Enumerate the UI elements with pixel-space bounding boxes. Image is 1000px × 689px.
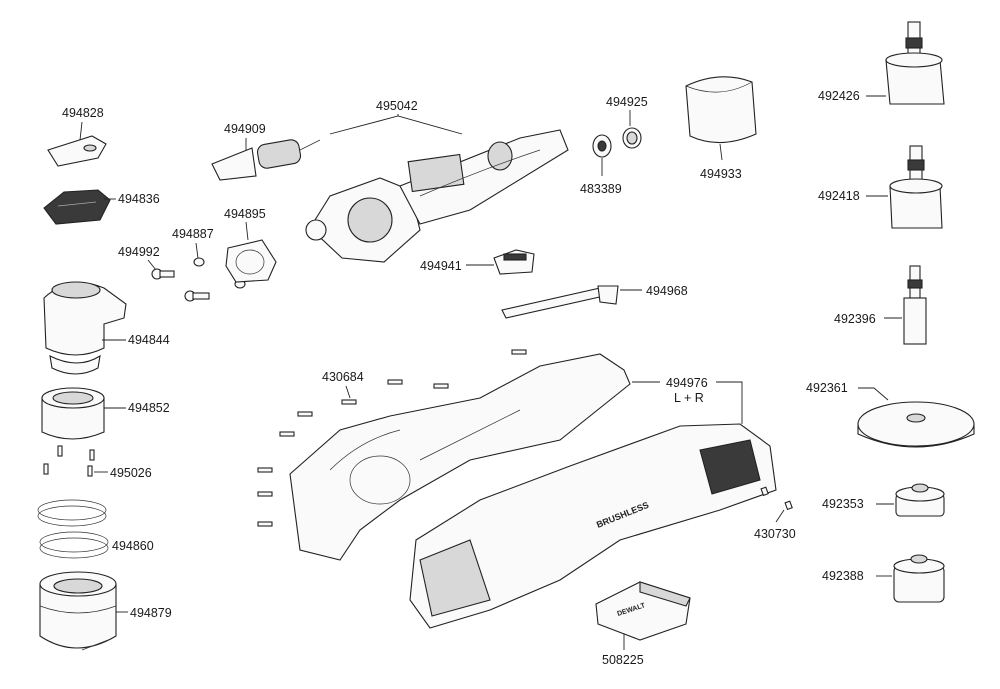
part-494860-spring-rings [37,499,109,559]
part-430684-screws [257,349,527,527]
part-495026-screws [43,445,95,477]
label-494976: 494976 [666,376,708,390]
label-494887: 494887 [172,227,214,241]
part-494941-switch [493,249,535,275]
label-494992: 494992 [118,245,160,259]
part-492388-adapter [893,554,945,603]
label-494925: 494925 [606,95,648,109]
part-494976-housing-left [289,353,631,561]
part-483389-bearing [592,134,612,158]
label-494909: 494909 [224,122,266,136]
part-495042-motor-assembly [305,129,569,263]
part-494828-cap [47,135,107,167]
label-494895: 494895 [224,207,266,221]
label-494852: 494852 [128,401,170,415]
part-492396-adapter [903,265,927,345]
part-494968-lever [501,285,619,319]
label-492388: 492388 [822,569,864,583]
part-430730-pins [760,486,793,511]
part-494895-gasket [225,239,277,283]
label-430684: 430684 [322,370,364,384]
label-492418: 492418 [818,189,860,203]
label-492426: 492426 [818,89,860,103]
part-494992-screw-2 [184,290,210,302]
label-495042: 495042 [376,99,418,113]
part-494992-screw [151,268,175,280]
part-494879-collar [39,571,117,651]
label-494860: 494860 [112,539,154,553]
part-494844-gear-head [43,281,127,375]
label-494941: 494941 [420,259,462,273]
label-508225: 508225 [602,653,644,667]
label-483389: 483389 [580,182,622,196]
part-492353-adapter [895,483,945,517]
part-494976-housing-right: BRUSHLESS [409,423,777,629]
part-492361-disc [857,401,975,448]
label-494836: 494836 [118,192,160,206]
label-492361: 492361 [806,381,848,395]
label-492353: 492353 [822,497,864,511]
part-494933-sleeve [685,76,757,144]
label-494879: 494879 [130,606,172,620]
part-494852-ring [41,387,105,440]
label-430730: 430730 [754,527,796,541]
label-494976-lr: L + R [674,391,704,405]
label-494828: 494828 [62,106,104,120]
label-492396: 492396 [834,312,876,326]
part-494925-ring [622,127,642,149]
part-494836-button [43,189,111,225]
part-494909-circuit-board [211,139,321,181]
part-508225-battery-cap: DEWALT [595,581,691,641]
label-495026: 495026 [110,466,152,480]
label-494933: 494933 [700,167,742,181]
part-492418-adapter [889,145,943,229]
label-494844: 494844 [128,333,170,347]
label-494968: 494968 [646,284,688,298]
part-492426-adapter [885,21,945,105]
